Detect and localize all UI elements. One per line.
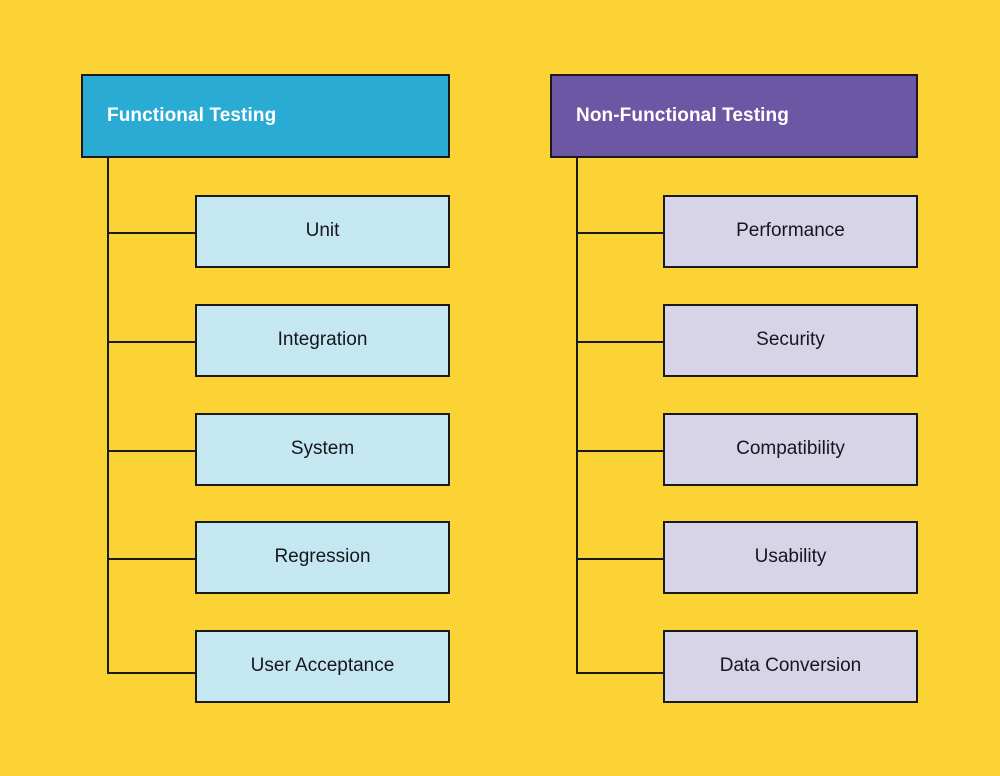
child-node[interactable]: Compatibility <box>663 413 918 486</box>
elbow-connector <box>107 450 195 452</box>
child-node[interactable]: Security <box>663 304 918 377</box>
child-node[interactable]: Performance <box>663 195 918 268</box>
child-node-label: Compatibility <box>736 438 845 460</box>
elbow-connector <box>107 558 195 560</box>
child-node-label: Performance <box>736 220 845 242</box>
elbow-connector <box>107 232 195 234</box>
child-node[interactable]: Data Conversion <box>663 630 918 703</box>
root-node-label: Non-Functional Testing <box>576 104 789 126</box>
elbow-connector <box>576 450 663 452</box>
child-node[interactable]: System <box>195 413 450 486</box>
elbow-connector <box>576 672 663 674</box>
root-node-non-functional[interactable]: Non-Functional Testing <box>550 74 918 158</box>
trunk-connector-non-functional <box>576 158 578 673</box>
child-node-label: User Acceptance <box>250 655 395 677</box>
trunk-connector-functional <box>107 158 109 673</box>
child-node-label: System <box>290 438 355 460</box>
child-node[interactable]: Unit <box>195 195 450 268</box>
elbow-connector <box>576 341 663 343</box>
child-node[interactable]: Usability <box>663 521 918 594</box>
elbow-connector <box>576 232 663 234</box>
child-node-label: Unit <box>305 220 340 242</box>
child-node-label: Integration <box>277 329 368 351</box>
child-node-label: Data Conversion <box>719 655 862 677</box>
child-node[interactable]: User Acceptance <box>195 630 450 703</box>
root-node-functional[interactable]: Functional Testing <box>81 74 450 158</box>
elbow-connector <box>107 672 195 674</box>
child-node[interactable]: Regression <box>195 521 450 594</box>
child-node-label: Regression <box>274 546 371 568</box>
child-node-label: Usability <box>754 546 827 568</box>
child-node[interactable]: Integration <box>195 304 450 377</box>
root-node-label: Functional Testing <box>107 104 277 126</box>
child-node-label: Security <box>756 329 825 351</box>
elbow-connector <box>576 558 663 560</box>
elbow-connector <box>107 341 195 343</box>
